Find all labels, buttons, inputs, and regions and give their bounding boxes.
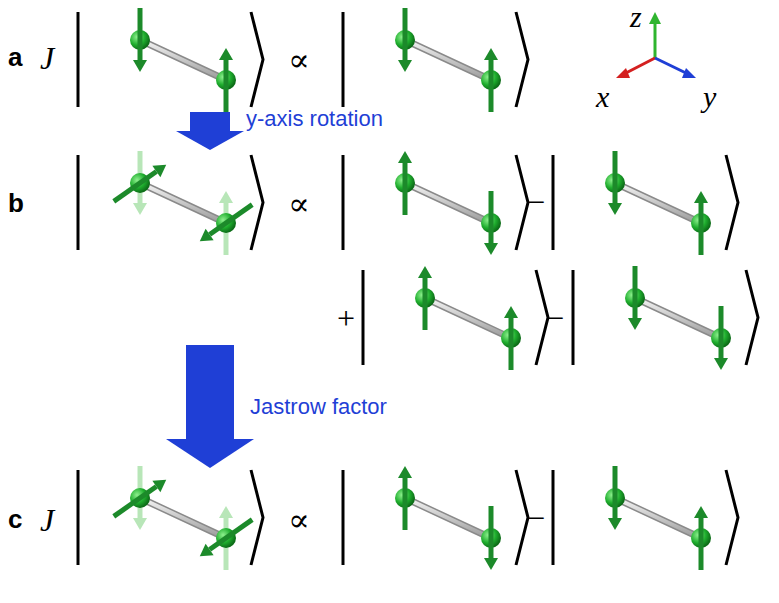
spin-arrow (699, 203, 704, 255)
ket (78, 466, 263, 570)
spin-arrow-head (484, 558, 498, 570)
ket (343, 8, 528, 112)
spin-arrow-head (714, 358, 728, 370)
spin-arrow (403, 8, 408, 60)
step-label: Jastrow factor (250, 396, 387, 418)
spin-arrow-head (200, 544, 214, 557)
spin-arrow (719, 306, 724, 358)
spin-arrow (509, 318, 514, 370)
ket (343, 466, 528, 570)
axes (616, 12, 696, 78)
relation-symbol: ∝ (288, 504, 310, 536)
spin-arrow (613, 151, 618, 203)
spin-arrow-head (398, 151, 412, 163)
spin-arrow-head (219, 506, 233, 518)
sign-symbol: − (527, 502, 545, 534)
spin-arrow (489, 506, 494, 558)
ket (363, 266, 548, 370)
bond (635, 298, 721, 338)
spin-arrow (114, 487, 157, 517)
spin-arrow-head (133, 203, 147, 215)
spin-arrow (613, 466, 618, 518)
bond (405, 183, 491, 223)
spin-arrow-head (398, 466, 412, 478)
spin-arrow-head (219, 48, 233, 60)
spin-arrow (403, 478, 408, 530)
operator-symbol: J (40, 42, 54, 74)
spin-arrow (138, 8, 143, 60)
spin-arrow-head (152, 165, 166, 178)
spin-arrow-head (152, 480, 166, 493)
bond (615, 498, 701, 538)
spin-arrow (210, 520, 253, 550)
spin-arrow-head (418, 266, 432, 278)
ket (343, 151, 528, 255)
relation-symbol: ∝ (288, 44, 310, 76)
panel-letter: b (8, 190, 24, 216)
spin-arrow-head (694, 191, 708, 203)
spin-arrow (114, 172, 157, 202)
spin-arrow-head (694, 506, 708, 518)
ket (78, 151, 263, 255)
step-label: y-axis rotation (246, 108, 383, 130)
ket (553, 466, 738, 570)
bond (405, 498, 491, 538)
panel-letter: c (8, 506, 22, 532)
process-arrow (166, 112, 254, 468)
ket (573, 266, 758, 370)
sign-symbol: − (546, 302, 564, 334)
bond (140, 498, 226, 538)
spin-arrow-head (398, 60, 412, 72)
axis-label: y (703, 82, 716, 112)
relation-symbol: ∝ (288, 188, 310, 220)
spin-arrow (423, 278, 428, 330)
spin-arrow (489, 60, 494, 112)
ket (78, 8, 263, 112)
spin-arrow-head (133, 518, 147, 530)
bond (140, 183, 226, 223)
spin-arrow-head (219, 191, 233, 203)
bond (615, 183, 701, 223)
bond (405, 40, 491, 80)
spin-arrow-head (133, 60, 147, 72)
bond (140, 40, 226, 80)
spin-arrow (210, 205, 253, 235)
spin-arrow-head (628, 318, 642, 330)
spin-arrow (489, 191, 494, 243)
spin-arrow-head (484, 243, 498, 255)
spin-arrow-head (608, 518, 622, 530)
spin-arrow-head (200, 229, 214, 242)
spin-arrow (699, 518, 704, 570)
operator-symbol: J (40, 504, 54, 536)
bond (425, 298, 511, 338)
axis-label: z (630, 2, 642, 32)
spin-arrow-head (608, 203, 622, 215)
spin-arrow (224, 60, 229, 112)
axis-label: x (596, 82, 609, 112)
panel-letter: a (8, 44, 22, 70)
sign-symbol: − (527, 186, 545, 218)
sign-symbol: + (337, 302, 355, 334)
spin-arrow-head (484, 48, 498, 60)
ket (553, 151, 738, 255)
spin-arrow (633, 266, 638, 318)
spin-arrow-head (504, 306, 518, 318)
spin-arrow (403, 163, 408, 215)
